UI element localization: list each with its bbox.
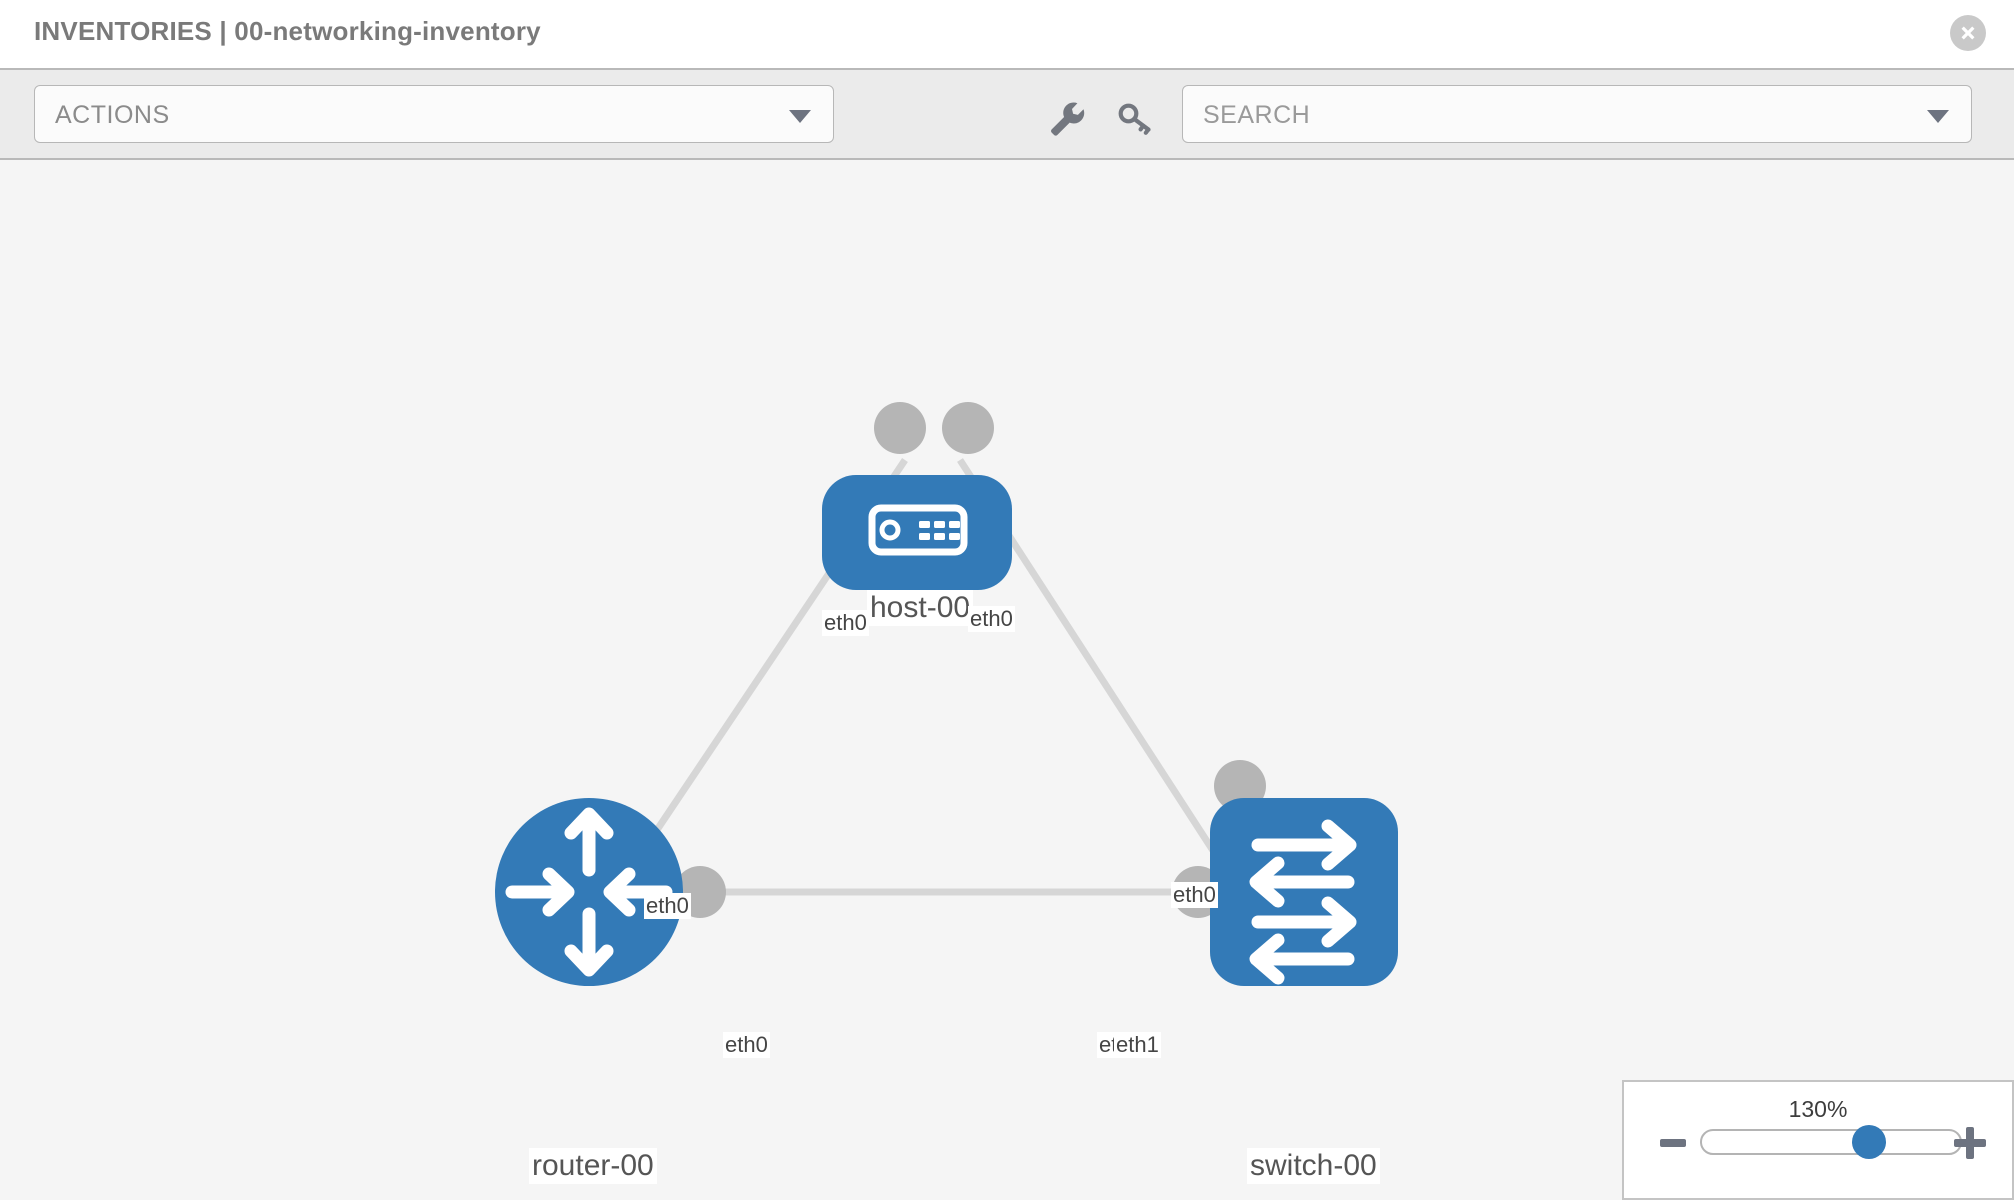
switch-arrows-icon: [1249, 819, 1357, 985]
edge-label-host-eth0-right: eth0: [968, 606, 1015, 632]
key-icon[interactable]: [1112, 96, 1158, 142]
edge-label-host-eth0-left: eth0: [822, 610, 869, 636]
page-header: INVENTORIES | 00-networking-inventory: [0, 0, 2014, 68]
toolbar: ACTIONS SEARCH: [0, 68, 2014, 160]
zoom-slider-thumb[interactable]: [1852, 1125, 1886, 1159]
router-arrows-icon: [505, 807, 673, 977]
node-label-switch-00: switch-00: [1247, 1148, 1380, 1184]
node-switch-00: [1210, 798, 1398, 986]
chevron-down-icon: [789, 110, 811, 123]
zoom-control-panel: 130%: [1622, 1080, 2014, 1200]
page-title: INVENTORIES | 00-networking-inventory: [34, 16, 541, 46]
node-host-00: [822, 475, 1012, 590]
actions-dropdown-label: ACTIONS: [55, 101, 170, 129]
server-icon: [868, 504, 968, 556]
node-label-host-00: host-00: [867, 590, 974, 626]
edge-label-switch-eth0-uplink: eth0: [1171, 882, 1218, 908]
edge-label-router-eth0-uplink: eth0: [644, 893, 691, 919]
zoom-slider-track[interactable]: [1700, 1129, 1962, 1155]
search-placeholder: SEARCH: [1203, 101, 1311, 129]
actions-dropdown[interactable]: ACTIONS: [34, 85, 834, 143]
zoom-in-button[interactable]: [1954, 1127, 1986, 1159]
node-router-00: [495, 798, 683, 986]
close-icon[interactable]: [1950, 15, 1986, 51]
zoom-level-value: 130%: [1788, 1096, 1848, 1122]
search-input[interactable]: SEARCH: [1182, 85, 1972, 143]
zoom-out-button[interactable]: [1660, 1139, 1686, 1147]
wrench-icon[interactable]: [1044, 96, 1090, 142]
edge-label-router-eth0: eth0: [723, 1032, 770, 1058]
socket-host-eth0-left: [874, 402, 926, 454]
node-label-router-00: router-00: [529, 1148, 657, 1184]
edge-label-switch-eth1: eth1: [1114, 1032, 1161, 1058]
chevron-down-icon[interactable]: [1927, 110, 1949, 123]
topology-canvas[interactable]: host-00 router-00 switch-00 eth0 eth0 et…: [0, 160, 2014, 1200]
socket-host-eth0-right: [942, 402, 994, 454]
topology-graph: [495, 402, 1398, 986]
